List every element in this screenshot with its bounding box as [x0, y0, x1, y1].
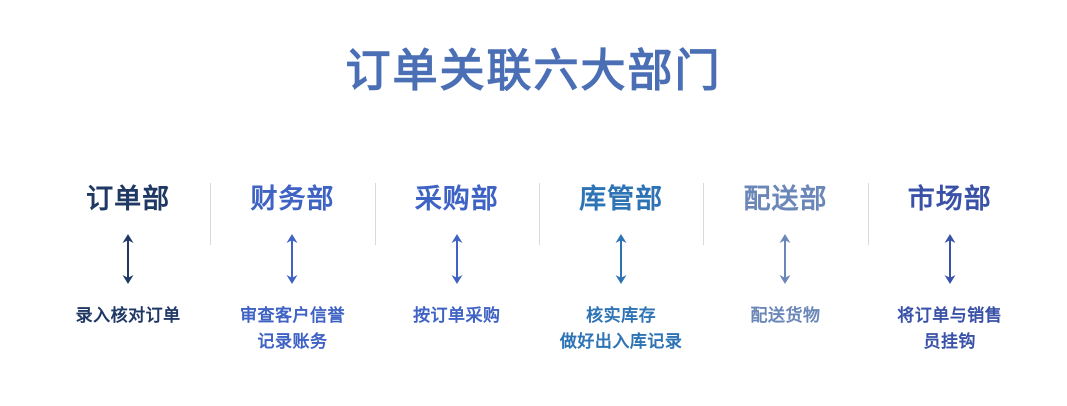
department-name: 订单部: [86, 184, 171, 214]
description-line: 员挂钩: [923, 332, 977, 352]
department-column[interactable]: 财务部审查客户信誉记录账务: [210, 178, 374, 393]
department-column[interactable]: 订单部录入核对订单: [46, 178, 210, 393]
department-column[interactable]: 配送部配送货物: [703, 178, 867, 393]
page-title: 订单关联六大部门: [345, 45, 722, 96]
double-headed-vertical-arrow-icon: [944, 234, 956, 284]
description-line: 按订单采购: [413, 306, 501, 325]
department-name: 市场部: [907, 184, 992, 214]
double-headed-vertical-arrow-icon: [451, 234, 463, 284]
department-description: 将订单与销售员挂钩: [897, 303, 1002, 356]
description-line: 做好出入库记录: [559, 332, 683, 352]
department-description: 按订单采购: [413, 303, 501, 329]
arrow-wrap: [118, 231, 138, 287]
arrow-wrap: [775, 231, 795, 287]
double-headed-vertical-arrow-icon: [122, 234, 134, 284]
description-line: 核实库存: [586, 306, 657, 325]
double-headed-vertical-arrow-icon: [779, 234, 791, 284]
double-headed-vertical-arrow-icon: [615, 234, 627, 284]
department-name: 配送部: [743, 184, 828, 214]
department-column[interactable]: 库管部核实库存做好出入库记录: [538, 178, 703, 393]
department-columns: 订单部录入核对订单财务部审查客户信誉记录账务采购部按订单采购库管部核实库存做好出…: [46, 178, 1032, 393]
arrow-wrap: [940, 231, 960, 287]
department-description: 审查客户信誉记录账务: [240, 303, 345, 356]
department-name: 采购部: [414, 184, 499, 214]
arrow-wrap: [447, 231, 467, 287]
double-headed-vertical-arrow-icon: [286, 234, 298, 284]
department-column[interactable]: 采购部按订单采购: [374, 178, 539, 393]
description-line: 将订单与销售: [897, 306, 1003, 325]
department-name: 财务部: [250, 184, 335, 214]
description-line: 审查客户信誉: [239, 306, 345, 325]
department-name: 库管部: [579, 184, 664, 214]
arrow-wrap: [282, 231, 302, 287]
description-line: 记录账务: [257, 332, 328, 352]
description-line: 配送货物: [750, 306, 821, 325]
department-column[interactable]: 市场部将订单与销售员挂钩: [867, 178, 1032, 393]
department-description: 配送货物: [750, 303, 820, 329]
department-description: 核实库存做好出入库记录: [560, 303, 683, 356]
department-description: 录入核对订单: [76, 303, 181, 329]
description-line: 录入核对订单: [75, 306, 181, 325]
arrow-wrap: [611, 231, 631, 287]
